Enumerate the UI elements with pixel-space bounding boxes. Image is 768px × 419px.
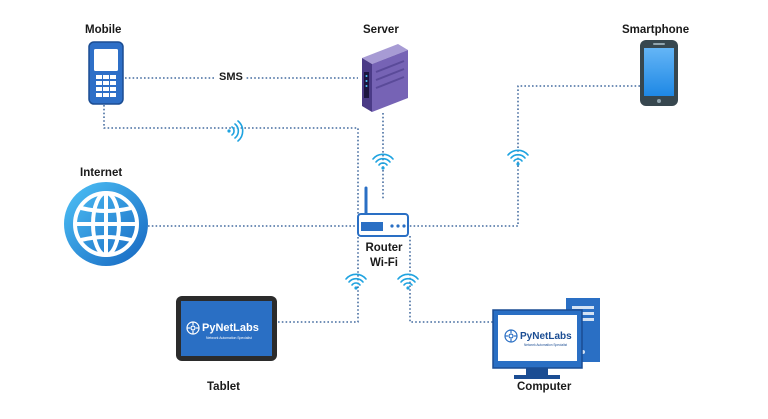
pynetlabs-logo-icon	[504, 329, 518, 343]
label-tablet: Tablet	[207, 381, 241, 393]
router-label-line1: Router	[365, 242, 403, 254]
label-mobile: Mobile	[85, 24, 122, 36]
label-server: Server	[363, 24, 399, 36]
connection-lines	[103, 77, 640, 323]
link-smartphone-router	[406, 85, 640, 227]
computer-brand-tagline: Network Automation Specialist	[524, 343, 567, 347]
tablet-icon: PyNetLabs Network Automation Specialist	[176, 296, 277, 361]
wifi-signal-icon	[227, 120, 244, 142]
mobile-phone-icon	[88, 41, 124, 105]
label-smartphone: Smartphone	[622, 24, 690, 36]
smartphone-icon	[640, 40, 678, 106]
computer-brand-name: PyNetLabs	[520, 331, 572, 342]
router-label-line2: Wi-Fi	[370, 257, 398, 269]
wifi-signal-icon	[507, 149, 529, 166]
link-tablet-router	[278, 236, 359, 323]
computer-icon: PyNetLabs Network Automation Specialist	[492, 298, 600, 379]
globe-icon	[64, 182, 148, 266]
label-sms: SMS	[216, 71, 246, 83]
label-router: Router Wi-Fi	[356, 241, 412, 271]
wifi-signal-icon	[397, 273, 419, 290]
wifi-signal-icon	[372, 153, 394, 170]
label-computer: Computer	[517, 381, 572, 393]
tablet-brand-name: PyNetLabs	[202, 322, 259, 334]
router-icon	[357, 186, 409, 237]
tablet-brand-tagline: Network Automation Specialist	[206, 336, 252, 340]
link-mobile-router	[103, 105, 359, 215]
wifi-signal-icon	[345, 273, 367, 290]
server-icon	[362, 44, 408, 112]
pynetlabs-logo-icon	[186, 321, 200, 335]
label-internet: Internet	[80, 167, 123, 179]
link-computer-router	[409, 236, 494, 323]
